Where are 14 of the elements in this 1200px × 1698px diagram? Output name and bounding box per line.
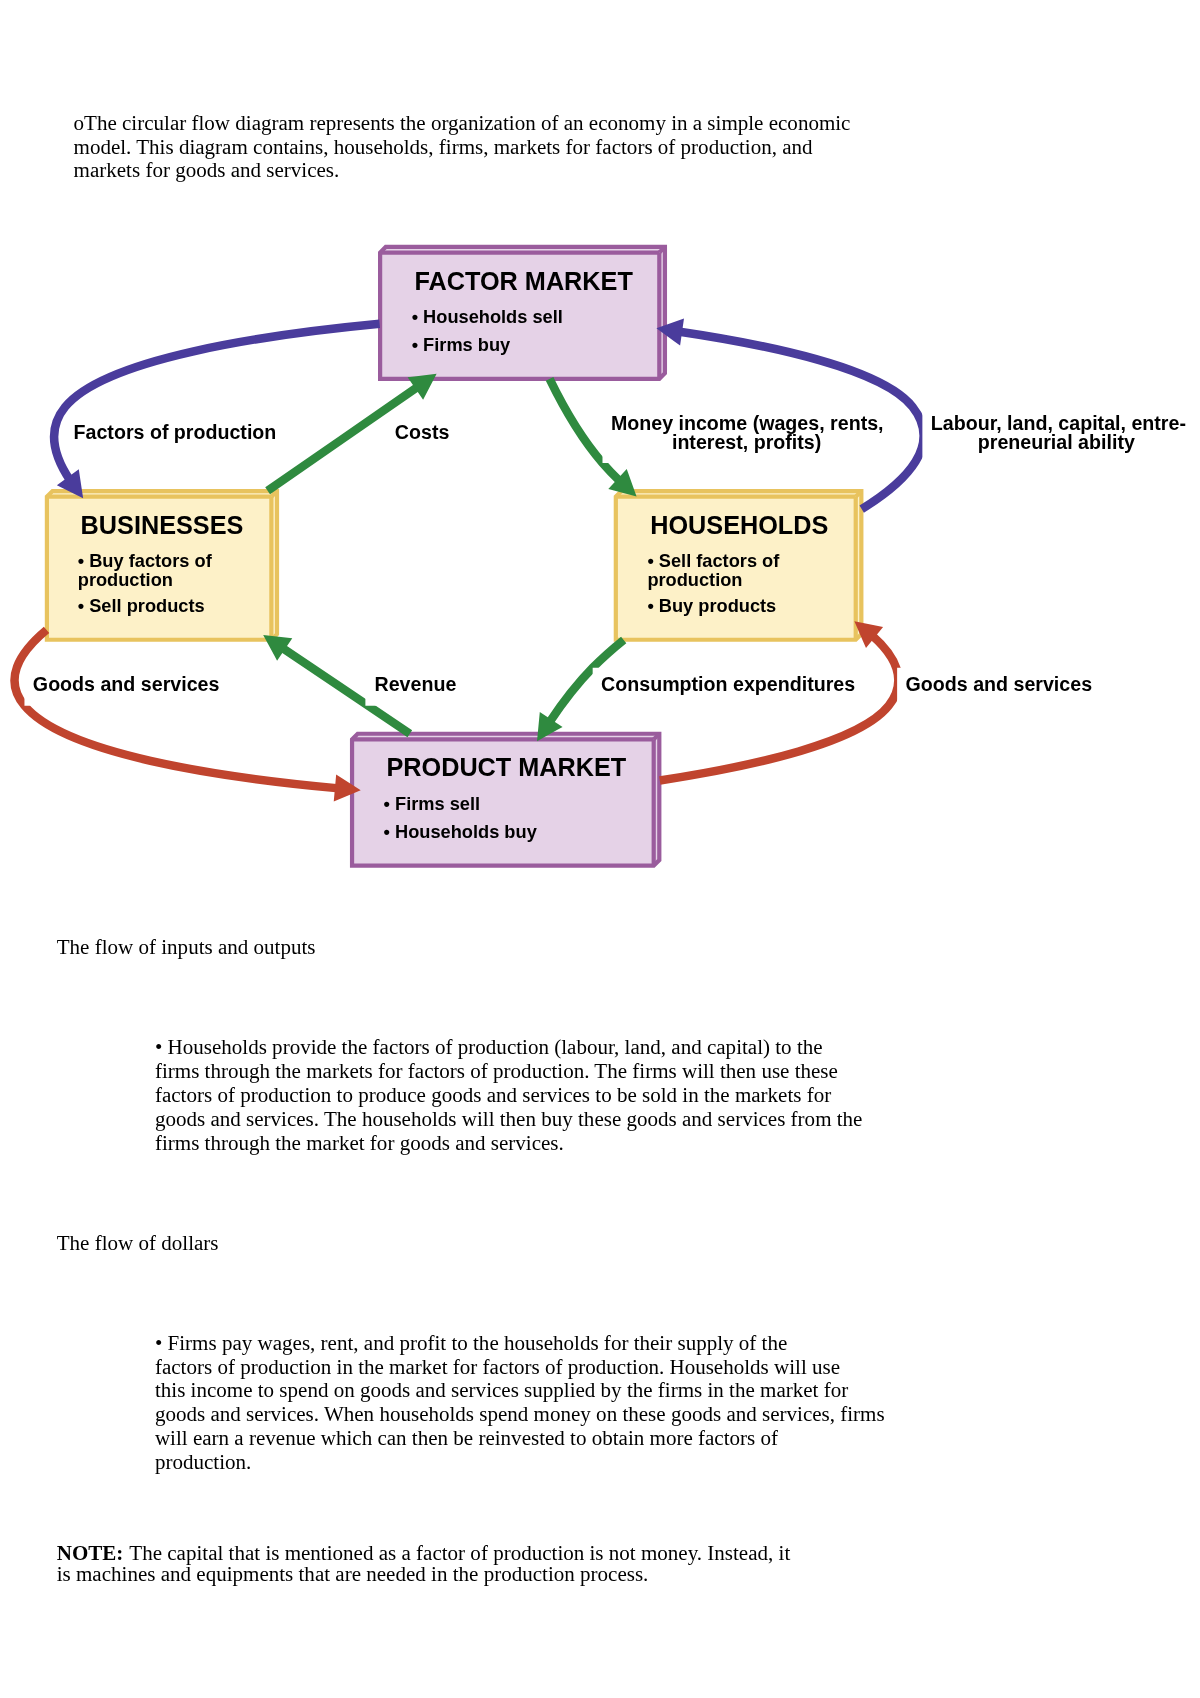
edge-label: Goods and services xyxy=(32,672,220,695)
label: • Households provide the factors of production (labour, land, and capital) to the firms through the markets for factors of production. The firms will then use these factors of production to produce goods and services to be sold in the markets for goods and services. The households will then buy these goods and services from the firms through the market for goods and services. xyxy=(154,1034,863,1155)
label: The flow of inputs and outputs xyxy=(56,934,316,959)
label: • Firms pay wages, rent, and profit to the households for their supply of the factors of production in the market for factors of production. Households will use this income to spend on goods and services supplied by the firms in the market for goods and services. When households spend money on these goods and services, firms will earn a revenue which can then be reinvested to obtain more factors of production. xyxy=(154,1330,885,1474)
edge-label: Labour, land, capital, entre- preneurial ability xyxy=(930,411,1186,453)
edge-label: Revenue xyxy=(374,672,457,695)
edge-label: Costs xyxy=(394,420,450,443)
edge-label: Factors of production xyxy=(73,420,277,443)
label: oThe circular flow diagram represents the organization of an economy in a simple economic model. This diagram contains, households, firms, markets for factors of production, and markets for goods and services. xyxy=(73,110,851,182)
edge-label: Money income (wages, rents, interest, profits) xyxy=(610,411,884,453)
edge-label: Consumption expenditures xyxy=(601,672,856,695)
label: The flow of dollars xyxy=(56,1230,219,1255)
label: NOTE: The capital that is mentioned as a factor of production is not money. Instead, it is machines and equipments that are needed in the production process. xyxy=(56,1540,791,1586)
edge-label: Goods and services xyxy=(905,672,1093,695)
